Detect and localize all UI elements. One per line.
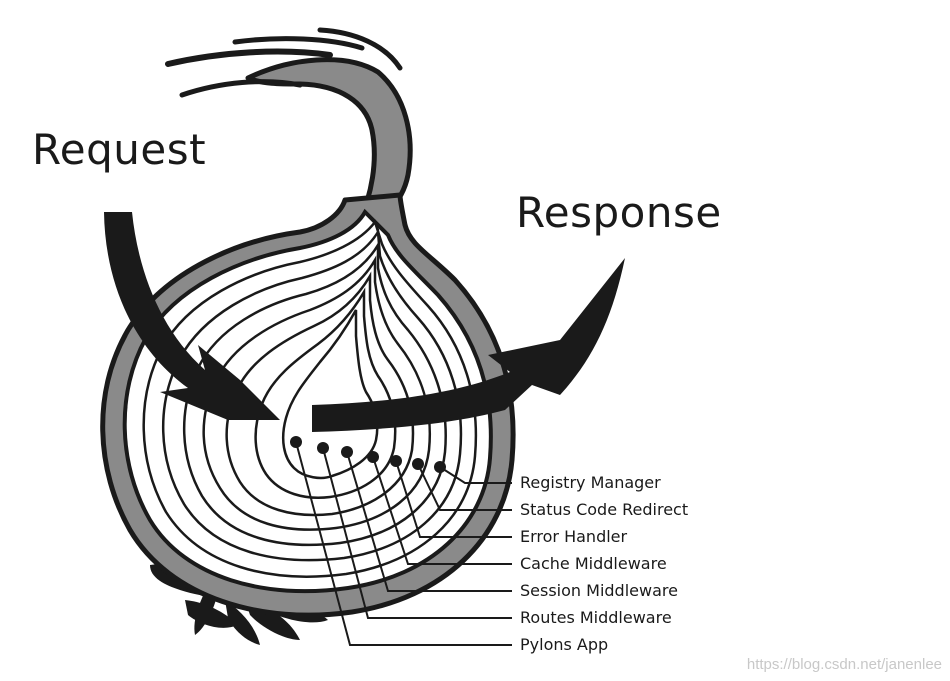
layer-dot-routes-middleware bbox=[317, 442, 329, 454]
onion-flesh bbox=[122, 208, 493, 594]
layer-label-routes-middleware: Routes Middleware bbox=[520, 608, 672, 627]
layer-dot-session-middleware bbox=[341, 446, 353, 458]
request-arrow bbox=[104, 212, 280, 420]
layer-dots bbox=[290, 436, 446, 473]
layer-connectors bbox=[295, 441, 512, 646]
layer-dot-status-code-redirect bbox=[412, 458, 424, 470]
layer-label-status-code-redirect: Status Code Redirect bbox=[520, 500, 689, 519]
layer-label-pylons-app: Pylons App bbox=[520, 635, 609, 654]
layer-label-registry-manager: Registry Manager bbox=[520, 473, 661, 492]
layer-dot-registry-manager bbox=[434, 461, 446, 473]
onion-stem bbox=[165, 27, 413, 228]
layer-dot-cache-middleware bbox=[367, 451, 379, 463]
request-label: Request bbox=[32, 125, 207, 174]
response-label: Response bbox=[516, 188, 722, 237]
watermark: https://blog.csdn.net/janenlee bbox=[746, 656, 942, 673]
onion-rings bbox=[142, 219, 478, 578]
layer-dot-pylons-app bbox=[290, 436, 302, 448]
response-arrow bbox=[312, 258, 625, 432]
layer-label-cache-middleware: Cache Middleware bbox=[520, 554, 667, 573]
layer-label-error-handler: Error Handler bbox=[520, 527, 628, 546]
layer-label-session-middleware: Session Middleware bbox=[520, 581, 678, 600]
layer-dot-error-handler bbox=[390, 455, 402, 467]
